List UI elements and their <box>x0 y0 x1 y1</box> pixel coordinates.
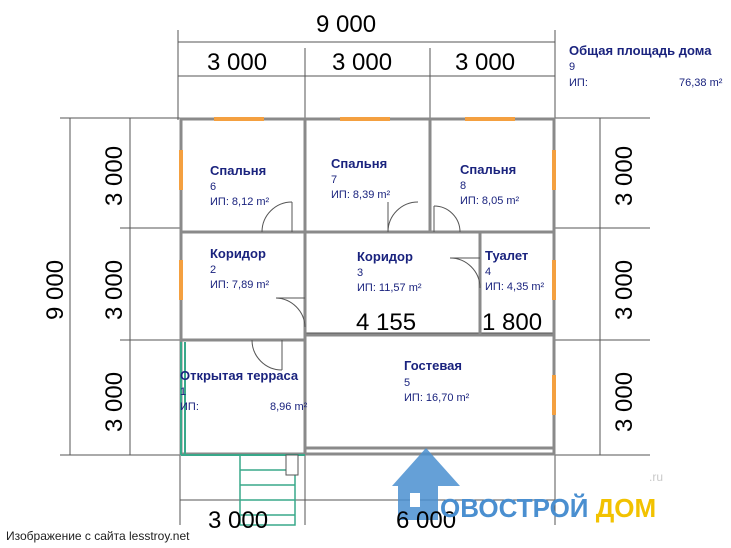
room-area: ИП: 8,12 m² <box>210 196 270 208</box>
room-name: Туалет <box>485 248 528 263</box>
room-area: ИП: 8,39 m² <box>331 189 391 201</box>
room-area: ИП: 8,05 m² <box>460 195 520 207</box>
room-guest-5: Гостевая 5 ИП: 16,70 m² <box>404 358 470 404</box>
logo-part2: ДОМ <box>595 493 657 523</box>
dim-top-2: 3 000 <box>332 49 392 76</box>
terrace-edge <box>180 342 305 456</box>
logo-domain: .ru <box>649 470 664 484</box>
source-caption: Изображение с сайта lesstroy.net <box>6 529 190 543</box>
room-bedroom-8: Спальня 8 ИП: 8,05 m² <box>460 162 520 207</box>
room-ip-label: ИП: <box>180 401 199 413</box>
dim-left-3: 3 000 <box>101 372 128 432</box>
room-name: Открытая терраса <box>180 368 299 383</box>
room-area: ИП: 4,35 m² <box>485 281 545 293</box>
room-number: 1 <box>180 386 186 398</box>
dim-left-1: 3 000 <box>101 146 128 206</box>
room-area: 8,96 m² <box>270 401 308 413</box>
room-name: Спальня <box>460 162 516 177</box>
room-number: 8 <box>460 180 466 192</box>
room-number: 6 <box>210 181 216 193</box>
room-area: ИП: 16,70 m² <box>404 392 470 404</box>
room-bedroom-6: Спальня 6 ИП: 8,12 m² <box>210 163 270 208</box>
room-corridor-2: Коридор 2 ИП: 7,89 m² <box>210 246 270 291</box>
room-terrace-1: Открытая терраса 1 ИП: 8,96 m² <box>180 368 308 413</box>
room-number: 5 <box>404 377 410 389</box>
dimension-lines <box>60 30 650 525</box>
terrace-steps <box>239 454 296 526</box>
room-number: 2 <box>210 264 216 276</box>
site-logo: ОВОСТРОЙ ДОМ <box>440 493 656 524</box>
dim-inner-1800: 1 800 <box>482 309 542 336</box>
dim-right-3: 3 000 <box>611 372 638 432</box>
total-area-value: 76,38 m² <box>679 77 723 89</box>
room-area: ИП: 7,89 m² <box>210 279 270 291</box>
dim-top-3: 3 000 <box>455 49 515 76</box>
dim-inner-4155: 4 155 <box>356 309 416 336</box>
doors <box>251 201 481 371</box>
room-name: Спальня <box>331 156 387 171</box>
logo-part1: ОВОСТРОЙ <box>440 493 589 523</box>
dim-bottom-1: 3 000 <box>208 507 268 534</box>
logo-house-icon <box>392 448 460 520</box>
total-area-ip-label: ИП: <box>569 77 588 89</box>
windows <box>179 117 556 415</box>
post-icon <box>285 454 299 476</box>
total-area-number: 9 <box>569 61 576 73</box>
dim-left-2: 3 000 <box>101 260 128 320</box>
room-number: 7 <box>331 174 337 186</box>
dim-top-total: 9 000 <box>316 11 376 38</box>
dim-top-1: 3 000 <box>207 49 267 76</box>
room-number: 3 <box>357 267 363 279</box>
room-corridor-3: Коридор 3 ИП: 11,57 m² <box>357 249 422 294</box>
dim-bottom-2: 6 000 <box>396 507 456 534</box>
dim-right-1: 3 000 <box>611 146 638 206</box>
room-area: ИП: 11,57 m² <box>357 282 422 294</box>
room-bedroom-7: Спальня 7 ИП: 8,39 m² <box>331 156 391 201</box>
room-toilet-4: Туалет 4 ИП: 4,35 m² <box>485 248 545 293</box>
dim-right-2: 3 000 <box>611 260 638 320</box>
room-name: Гостевая <box>404 358 462 373</box>
total-area-title: Общая площадь дома <box>569 43 712 58</box>
dim-left-total: 9 000 <box>42 260 69 320</box>
room-name: Коридор <box>210 246 266 261</box>
room-name: Спальня <box>210 163 266 178</box>
room-number: 4 <box>485 266 491 278</box>
room-name: Коридор <box>357 249 413 264</box>
